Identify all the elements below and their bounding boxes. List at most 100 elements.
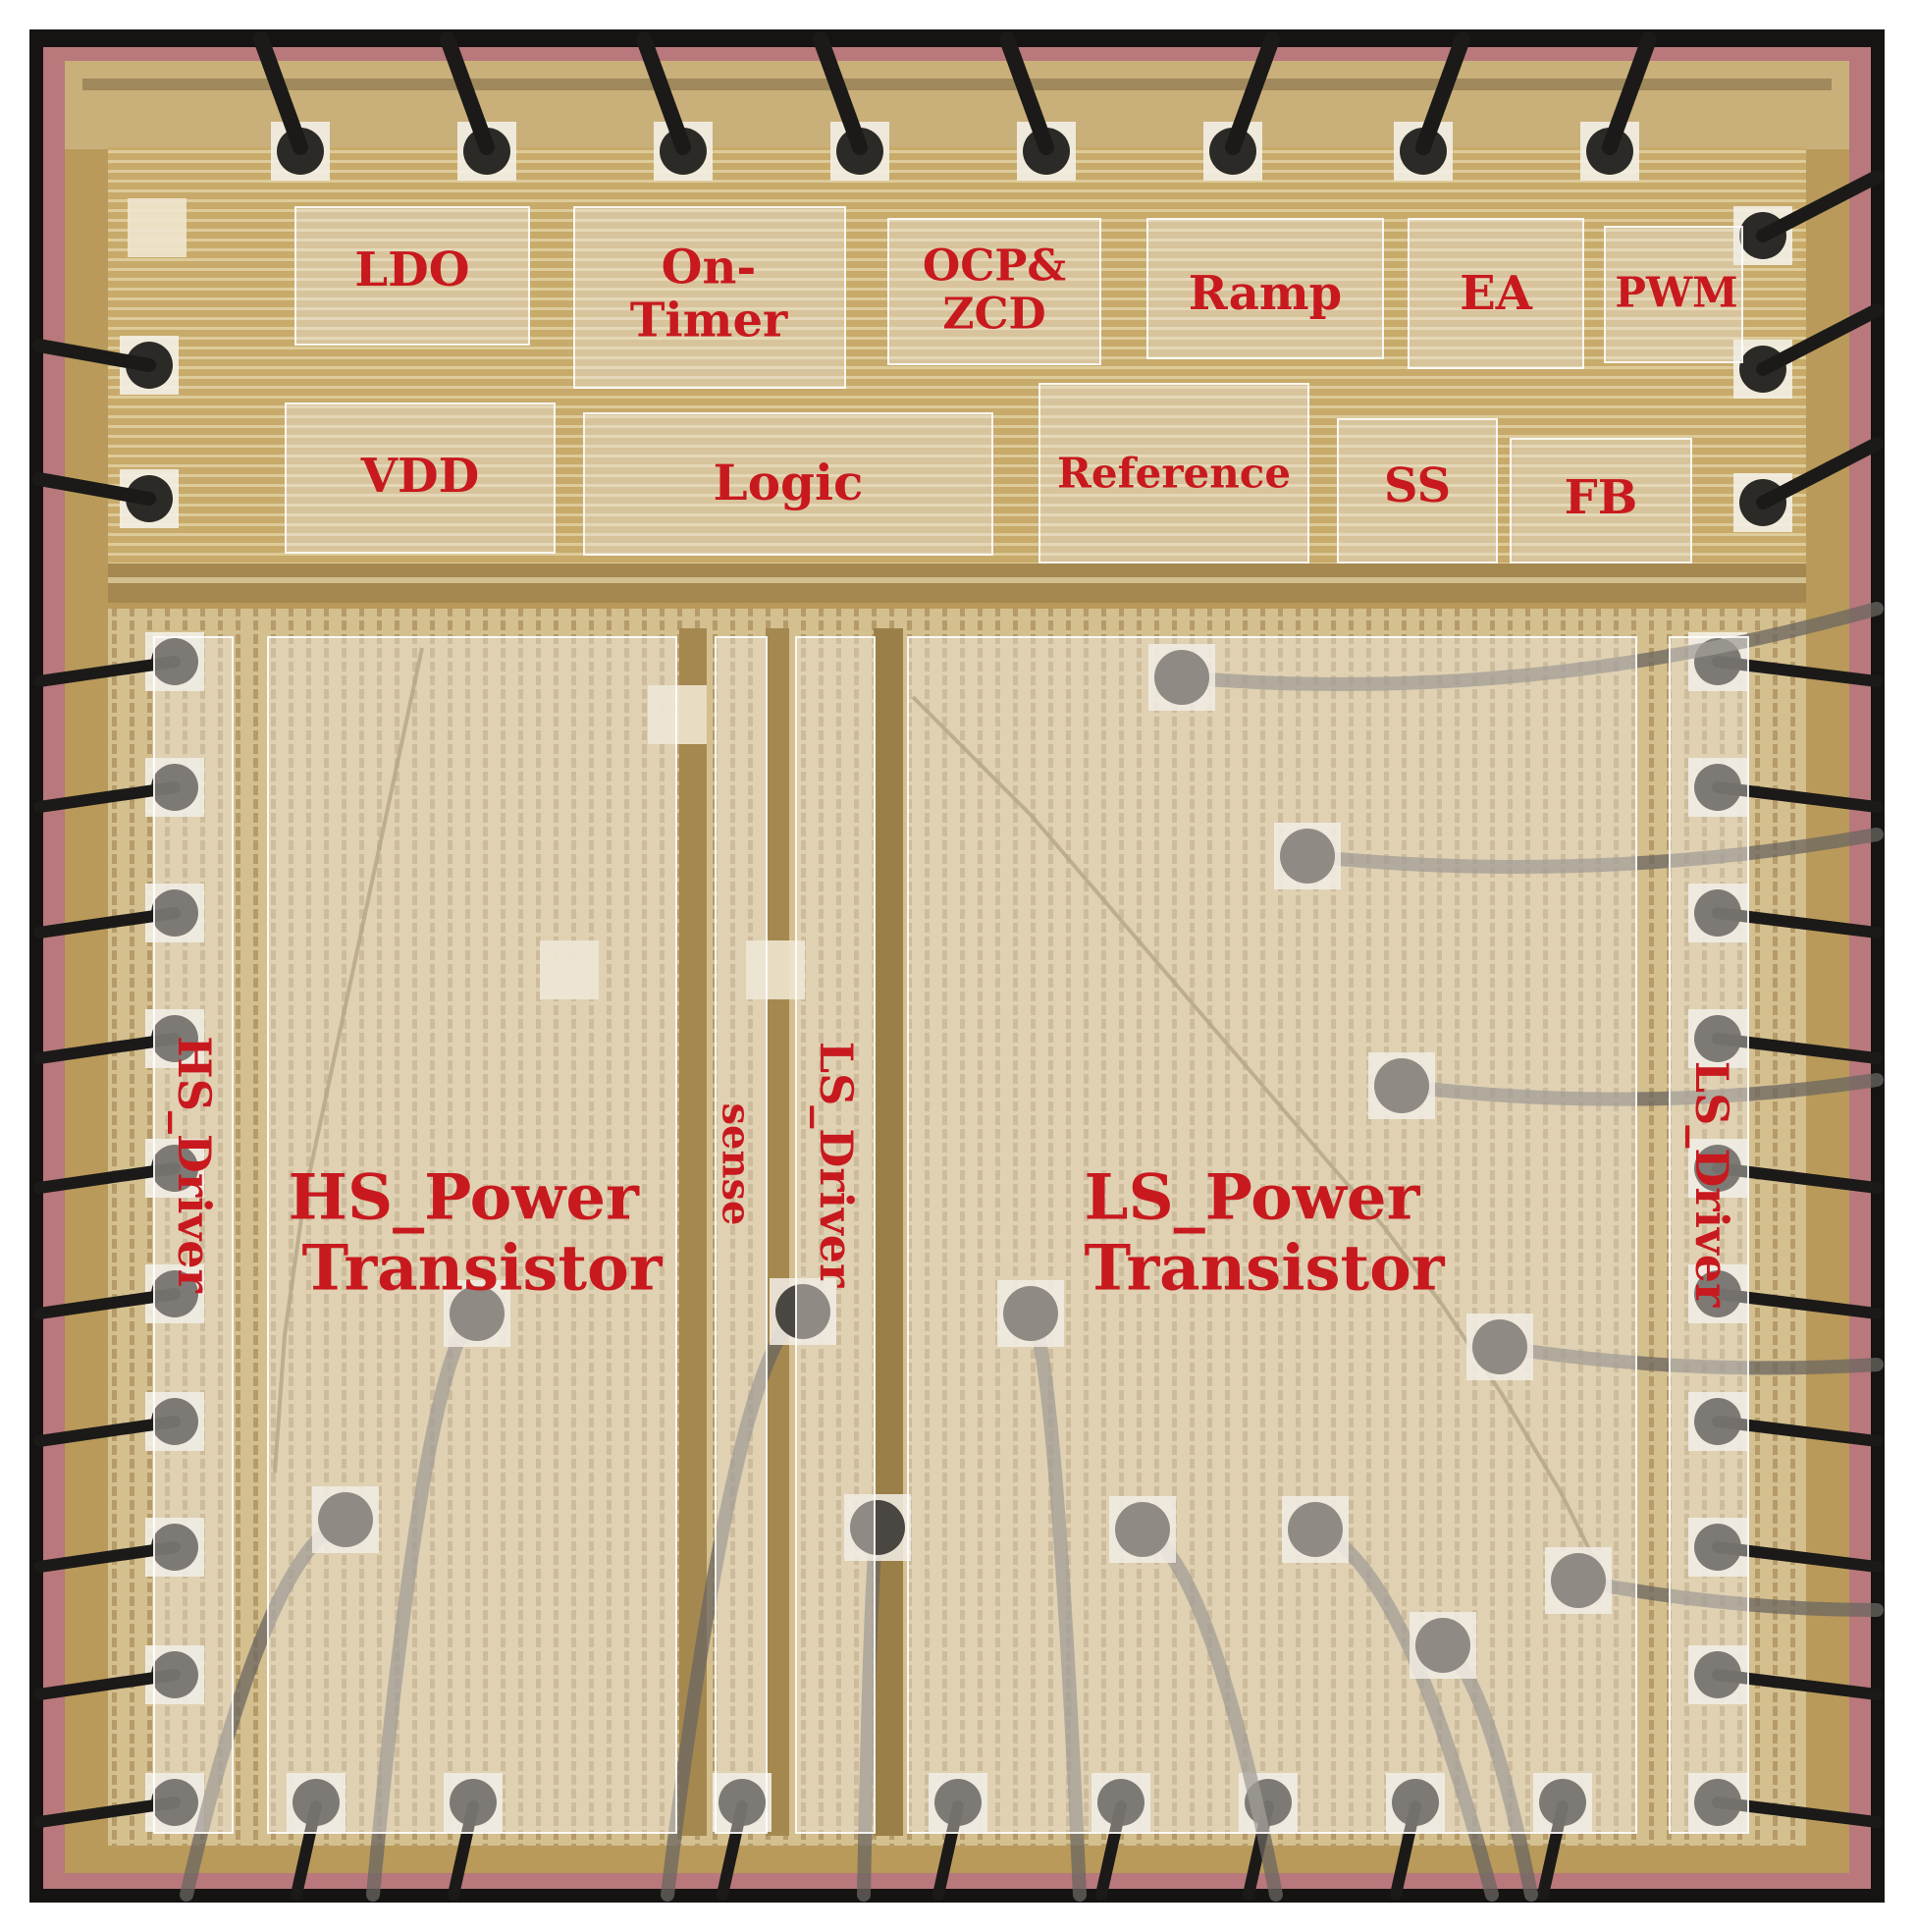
inner-wire-2 xyxy=(1395,1073,1884,1106)
left-wire-9 xyxy=(33,1797,181,1828)
block-ldo xyxy=(294,206,530,346)
inner-wire-0 xyxy=(1175,602,1884,691)
inner-ball-5 xyxy=(450,1286,505,1341)
inner-ball-3 xyxy=(1472,1319,1527,1374)
bottom-wire-3 xyxy=(932,1800,964,1901)
right-wire-4 xyxy=(1712,1162,1883,1194)
inner-wire-3 xyxy=(1493,1340,1884,1375)
right-wire-8 xyxy=(1712,1669,1883,1700)
right-wire-1 xyxy=(1712,781,1883,813)
top-wire-5 xyxy=(1225,31,1280,155)
inner-ball-2 xyxy=(1374,1058,1429,1113)
left-wire-0 xyxy=(33,656,181,687)
inner-ball-6 xyxy=(318,1492,373,1547)
inner-ball-7 xyxy=(775,1284,830,1339)
label-vdd: VDD xyxy=(360,449,480,505)
label-on-timer: On- Timer xyxy=(629,240,788,348)
label-ls-power-transistor: LS_Power Transistor xyxy=(1084,1162,1444,1303)
inner-ball-9 xyxy=(1115,1502,1170,1557)
label-ocp-zcd-line2: ZCD xyxy=(942,290,1046,340)
inner-ball-1 xyxy=(1280,829,1335,884)
block-sense xyxy=(715,636,768,1834)
bottom-wire-4 xyxy=(1095,1800,1127,1901)
right-wire-2 xyxy=(1712,907,1883,939)
block-ls-power-transistor xyxy=(907,636,1637,1834)
label-ls-driver-right: LS_Driver xyxy=(1685,1060,1738,1308)
inner-ball-0 xyxy=(1154,650,1209,705)
right-wire-5 xyxy=(1712,1288,1883,1319)
left-wire-8 xyxy=(33,1669,181,1700)
block-ea xyxy=(1408,218,1584,369)
label-fb: FB xyxy=(1564,470,1638,526)
label-ss: SS xyxy=(1383,458,1452,514)
right-wire-9 xyxy=(1712,1797,1883,1828)
block-ramp xyxy=(1146,218,1384,359)
label-ocp-zcd: OCP& ZCD xyxy=(922,241,1067,340)
probe-square-0 xyxy=(648,685,707,744)
bottom-wire-1 xyxy=(448,1800,479,1901)
bottom-wire-2 xyxy=(717,1800,748,1901)
label-hs-power-line2: Transistor xyxy=(301,1231,663,1305)
label-ramp: Ramp xyxy=(1188,266,1343,322)
top-wire-7 xyxy=(1602,31,1657,155)
top-wire-1 xyxy=(440,31,495,155)
bottom-wire-7 xyxy=(1537,1800,1569,1901)
block-pwm xyxy=(1604,226,1743,363)
power-region xyxy=(108,609,1806,1846)
right-upper-wire-2 xyxy=(1756,437,1884,510)
left-upper-wire-1 xyxy=(32,472,156,506)
left-wire-6 xyxy=(33,1416,181,1447)
inner-wire-1 xyxy=(1301,828,1884,874)
left-wire-1 xyxy=(33,781,181,813)
label-on-timer-line1: On- xyxy=(661,240,757,295)
top-wire-0 xyxy=(253,31,308,155)
label-sense: sense xyxy=(713,1102,760,1226)
left-wire-2 xyxy=(33,907,181,939)
probe-square-3 xyxy=(128,198,186,257)
block-hs-driver xyxy=(153,636,234,1834)
label-ea: EA xyxy=(1460,266,1532,322)
bond-balls xyxy=(128,198,1612,1679)
inner-ball-12 xyxy=(850,1500,905,1555)
inner-ball-4 xyxy=(1551,1553,1606,1608)
top-wire-4 xyxy=(999,31,1054,155)
right-upper-wire-1 xyxy=(1756,303,1884,376)
block-hs-power-transistor xyxy=(267,636,677,1834)
left-wire-5 xyxy=(33,1288,181,1319)
bottom-wire-6 xyxy=(1390,1800,1421,1901)
top-wire-2 xyxy=(636,31,691,155)
label-pwm: PWM xyxy=(1615,268,1738,317)
left-wire-7 xyxy=(33,1541,181,1573)
bottom-wire-0 xyxy=(291,1800,322,1901)
label-ls-driver-inner: LS_Driver xyxy=(810,1041,863,1288)
label-on-timer-line2: Timer xyxy=(629,293,788,348)
block-ss xyxy=(1337,418,1498,564)
right-wire-6 xyxy=(1712,1416,1883,1447)
right-wire-7 xyxy=(1712,1541,1883,1573)
label-logic: Logic xyxy=(713,454,864,511)
block-fb xyxy=(1510,438,1692,564)
right-wire-3 xyxy=(1712,1033,1883,1064)
left-wire-3 xyxy=(33,1033,181,1064)
label-ls-power-line2: Transistor xyxy=(1084,1231,1445,1305)
left-upper-wire-0 xyxy=(32,339,156,372)
label-ldo: LDO xyxy=(354,242,470,298)
label-reference: Reference xyxy=(1056,449,1292,498)
inner-wire-4 xyxy=(1571,1574,1884,1617)
inner-ball-11 xyxy=(1415,1618,1470,1673)
inner-ball-10 xyxy=(1288,1502,1343,1557)
block-ls-driver-right xyxy=(1669,636,1749,1834)
label-ocp-zcd-line1: OCP& xyxy=(922,241,1067,292)
probe-square-1 xyxy=(540,940,599,999)
inner-ball-8 xyxy=(1003,1286,1058,1341)
left-wire-4 xyxy=(33,1162,181,1194)
label-hs-power-line1: HS_Power xyxy=(288,1160,639,1235)
label-hs-driver: HS_Driver xyxy=(168,1036,221,1293)
right-wire-0 xyxy=(1712,656,1883,687)
block-vdd xyxy=(285,402,556,554)
block-logic xyxy=(583,412,993,556)
label-ls-power-line1: LS_Power xyxy=(1084,1160,1420,1235)
block-ls-driver-inner xyxy=(795,636,876,1834)
